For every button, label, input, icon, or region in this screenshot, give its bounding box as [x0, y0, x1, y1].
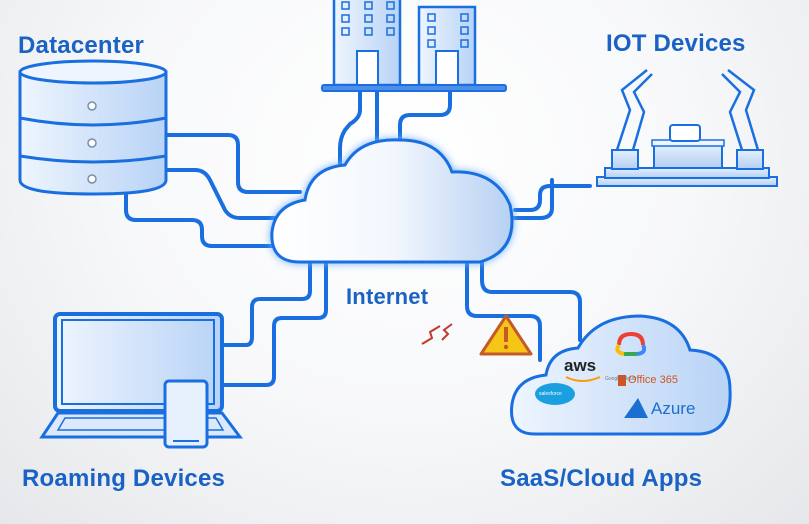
azure-logo-text: Azure [651, 399, 696, 418]
office365-logo [618, 375, 626, 386]
connections [124, 88, 592, 387]
roaming-devices-label: Roaming Devices [22, 465, 226, 492]
link-roaming-2 [220, 260, 328, 387]
link-datacenter-2 [164, 168, 294, 220]
aws-logo-text: aws [564, 356, 597, 375]
link-offices-3 [398, 88, 452, 142]
robotic-arms-icon [596, 69, 778, 187]
laptop-phone-icon [39, 312, 243, 449]
database-icon [18, 59, 168, 196]
google-cloud-logo-text: Google Cloud [605, 376, 636, 382]
office365-logo-text: Office 365 [628, 374, 678, 386]
link-datacenter-1 [164, 133, 302, 194]
cloud-icon[interactable] [270, 138, 514, 264]
datacenter-label: Datacenter [18, 32, 145, 59]
salesforce-logo-text: salesforce [539, 391, 562, 397]
google-cloud-logo [615, 331, 647, 356]
aws-smile [565, 376, 601, 382]
cloud-apps-icon[interactable] [509, 314, 732, 436]
lightning-icon [421, 323, 453, 345]
link-iot-1 [513, 184, 592, 212]
link-saas-1 [465, 260, 542, 362]
link-offices-1 [338, 88, 362, 167]
link-iot-2 [510, 178, 554, 220]
link-saas-2 [480, 260, 582, 342]
office-buildings-icon [321, 0, 507, 92]
azure-logo [624, 398, 648, 418]
link-roaming-1 [220, 260, 312, 347]
warning-triangle-icon [479, 314, 533, 356]
internet-label: Internet [346, 284, 429, 309]
salesforce-logo [535, 383, 575, 405]
iot-devices-label: IOT Devices [606, 30, 746, 57]
saas-cloud-apps-label: SaaS/Cloud Apps [500, 465, 703, 492]
link-datacenter-3 [124, 193, 292, 248]
